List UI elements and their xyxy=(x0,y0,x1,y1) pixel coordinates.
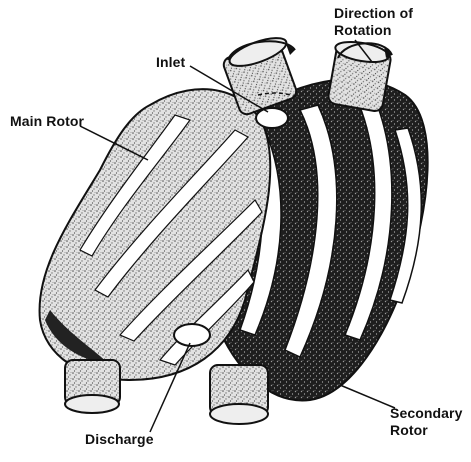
secondary-rotor-top-shaft xyxy=(327,38,392,112)
direction-label-line2: Rotation xyxy=(334,22,434,39)
direction-label-line1: Direction of xyxy=(334,5,434,22)
main-rotor-bottom-shaft xyxy=(65,360,120,413)
inlet-label: Inlet xyxy=(156,54,185,71)
secondary-rotor-bottom-shaft xyxy=(210,365,268,424)
discharge-label: Discharge xyxy=(85,431,154,448)
secondary-label-line2: Rotor xyxy=(390,422,470,439)
main-rotor-label: Main Rotor xyxy=(10,113,84,130)
direction-of-rotation-label: Direction of Rotation xyxy=(334,5,434,39)
discharge-port xyxy=(174,324,210,346)
secondary-rotor-label: Secondary Rotor xyxy=(390,405,470,439)
secondary-label-line1: Secondary xyxy=(390,405,470,422)
inlet-port xyxy=(256,108,288,128)
